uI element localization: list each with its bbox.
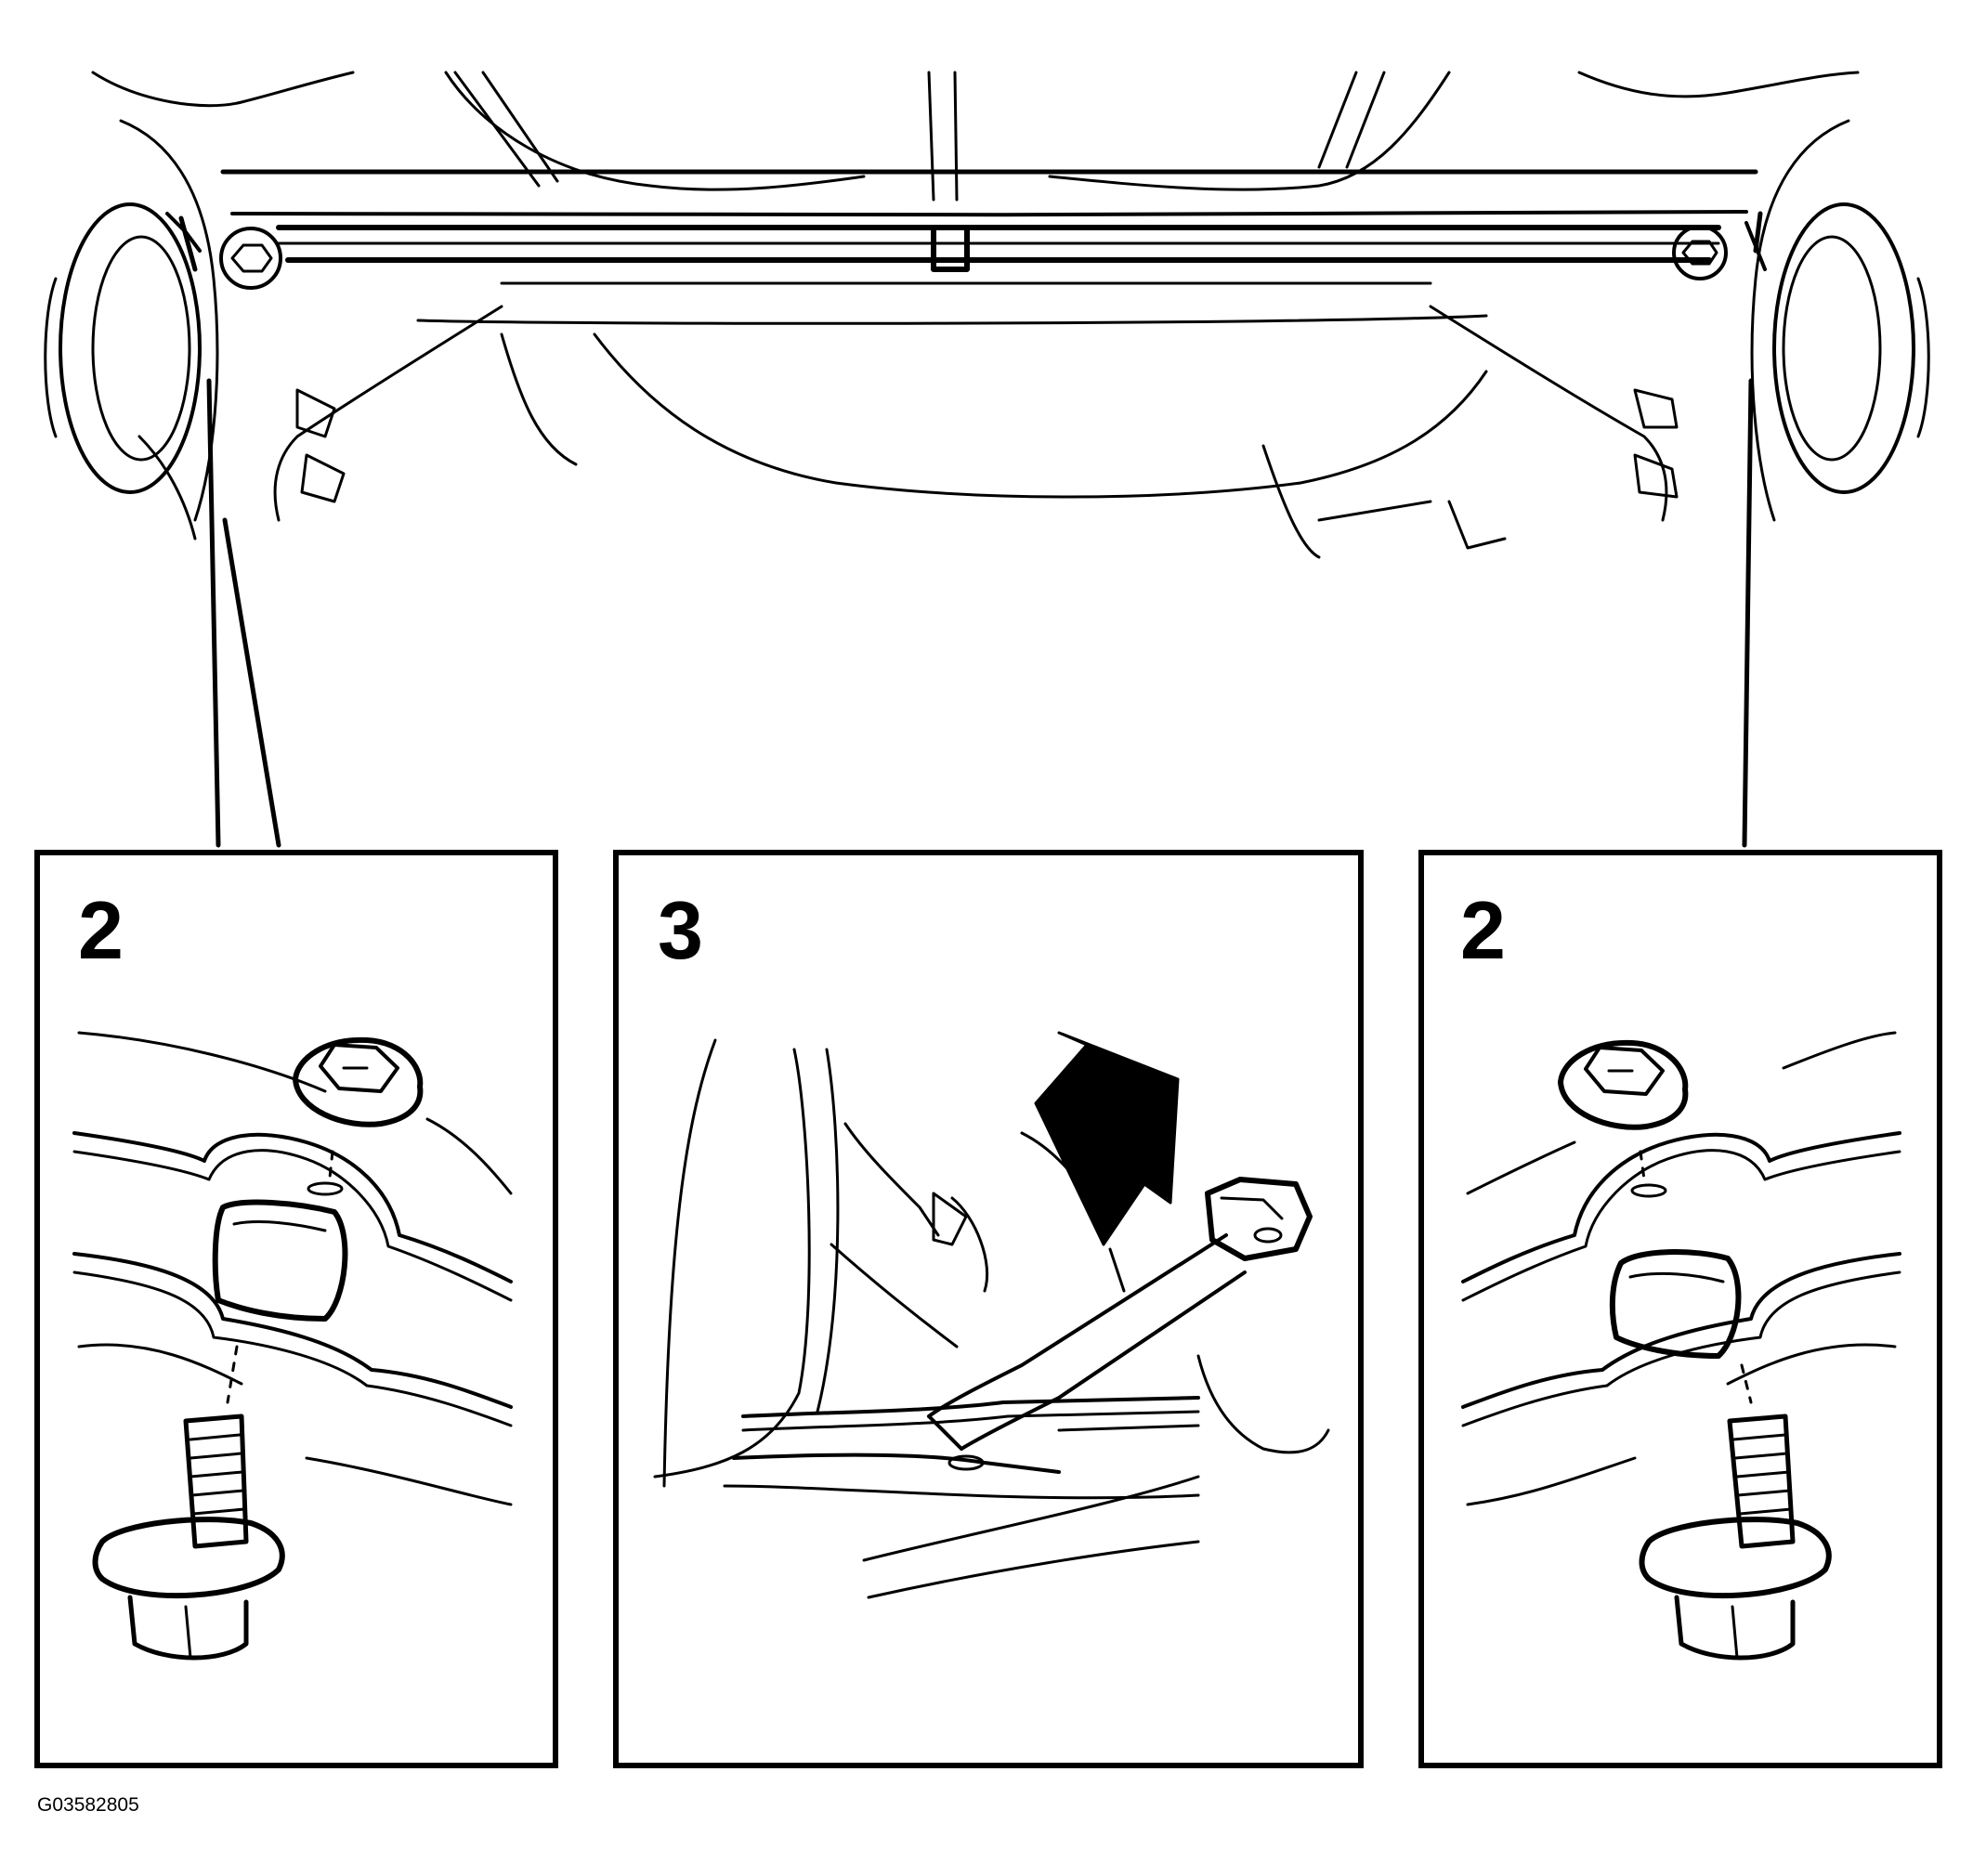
detail-panel-center [613,850,1364,1768]
figure-code: G03582805 [37,1794,139,1816]
overview-rear-axle [44,71,1930,559]
detail-panel-left [34,850,558,1768]
leader-lines [206,378,1754,848]
panel-frame-left [34,850,558,1768]
step-number-right: 2 [1460,884,1506,976]
direction-arrow-icon [1034,1031,1180,1246]
detail-panel-right [1418,850,1942,1768]
panel-frame-center [613,850,1364,1768]
step-number-left: 2 [78,884,124,976]
panel-frame-right [1418,850,1942,1768]
step-number-center: 3 [658,884,703,976]
